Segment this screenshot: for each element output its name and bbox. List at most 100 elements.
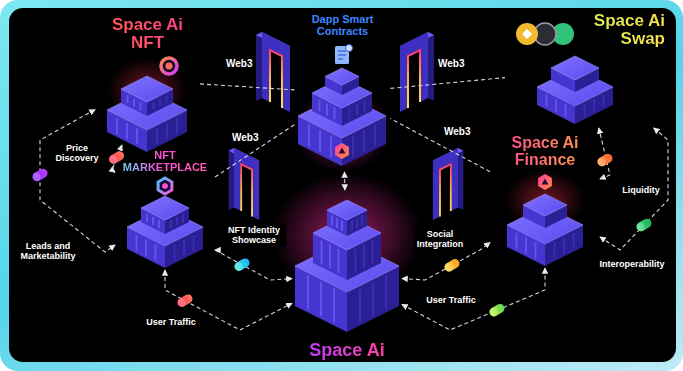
block-window	[565, 104, 567, 116]
block-window	[320, 282, 322, 316]
edge-label: NFT Identity Showcase	[222, 224, 286, 247]
block-window	[174, 244, 176, 260]
block-window	[136, 128, 138, 144]
glow	[272, 173, 422, 297]
block-window	[319, 100, 321, 112]
block-top-face	[325, 68, 359, 85]
block-window	[133, 99, 135, 107]
gate-side	[428, 32, 434, 101]
flow-pill	[635, 217, 653, 233]
block-window	[555, 100, 557, 112]
block-window	[330, 136, 332, 158]
node-title: Space Ai Swap	[573, 12, 665, 49]
node-title: Space Ai NFT	[108, 16, 188, 53]
block-window	[359, 289, 361, 323]
block-window	[166, 95, 168, 103]
edge-label: Social Integration	[414, 228, 466, 251]
block-window	[352, 136, 354, 158]
node-title: Dapp Smart Contracts	[297, 14, 389, 38]
block-window	[166, 123, 168, 139]
block-window	[355, 249, 357, 273]
block-window	[349, 107, 351, 119]
block-window	[146, 214, 148, 222]
block-window	[554, 242, 556, 258]
web3-gate	[433, 148, 464, 220]
block-window	[155, 244, 157, 260]
building-node: Space Ai Swap	[505, 12, 665, 128]
hex-icon	[335, 143, 349, 159]
gate-stripe	[270, 50, 282, 108]
gate-stripe	[440, 164, 451, 216]
flow-pill	[233, 257, 251, 273]
gate-front	[433, 148, 458, 220]
node-title: NFT MARKETPLACE	[117, 150, 213, 174]
block-window	[361, 216, 363, 226]
block-window	[331, 216, 333, 226]
block-window	[170, 220, 172, 228]
building-illustration	[292, 190, 402, 360]
building-node: Dapp Smart Contracts	[295, 14, 391, 172]
hex-icon-mark	[542, 178, 549, 184]
block-window	[193, 235, 195, 251]
block-window	[153, 102, 155, 110]
block-window	[364, 100, 366, 112]
edge-label: User Traffic	[418, 294, 484, 306]
flow-pill	[443, 257, 461, 273]
block-window	[156, 128, 158, 144]
block-window	[584, 104, 586, 116]
contract-line	[338, 54, 346, 55]
dashed-connector	[215, 250, 292, 280]
block-window	[326, 104, 328, 116]
block-window	[140, 102, 142, 110]
block-window	[182, 214, 184, 222]
hex-icon	[158, 178, 172, 194]
block-window	[573, 233, 575, 249]
edge-label: Price Discovery	[50, 142, 104, 165]
building-node: Space Ai	[292, 190, 402, 360]
gate-label: Web3	[444, 126, 471, 137]
block-window	[535, 242, 537, 258]
block-window	[176, 118, 178, 134]
block-window	[336, 218, 338, 228]
hex-icon	[538, 174, 552, 190]
block-window	[145, 240, 147, 256]
hex-icon-mark	[339, 147, 346, 153]
dashed-connector	[600, 128, 668, 250]
block-window	[126, 123, 128, 139]
block-window	[338, 249, 340, 273]
building-node: Space Ai Finance	[490, 134, 600, 268]
block-window	[321, 240, 323, 264]
block-window	[546, 95, 548, 107]
block-window	[319, 130, 321, 152]
block-window	[307, 276, 309, 310]
coin-mark	[522, 29, 532, 39]
block-window	[593, 100, 595, 112]
block-window	[356, 104, 358, 116]
dashed-connector	[200, 84, 295, 90]
building-node: Space Ai NFT	[95, 16, 200, 145]
block-top-face	[121, 76, 173, 102]
dashed-connector	[402, 268, 545, 330]
block-window	[308, 125, 310, 147]
block-window	[136, 235, 138, 251]
block-top-face	[523, 194, 567, 216]
flow-pill	[176, 293, 194, 309]
block-window	[525, 238, 527, 254]
gate-side	[256, 32, 262, 101]
coin	[516, 23, 538, 45]
gate-label: Web3	[438, 58, 465, 69]
web3-gate	[400, 32, 434, 112]
block-window	[333, 289, 335, 323]
block-window	[116, 118, 118, 134]
building-node: NFT MARKETPLACE	[115, 150, 215, 270]
block-window	[372, 282, 374, 316]
node-title: Space Ai	[309, 341, 384, 360]
edge-label: User Traffic	[138, 316, 204, 328]
web3-gate	[256, 32, 290, 112]
block-window	[516, 233, 518, 249]
block-window	[159, 99, 161, 107]
dashed-connector	[599, 128, 610, 179]
block-window	[356, 218, 358, 228]
gate-stripe	[408, 50, 420, 108]
